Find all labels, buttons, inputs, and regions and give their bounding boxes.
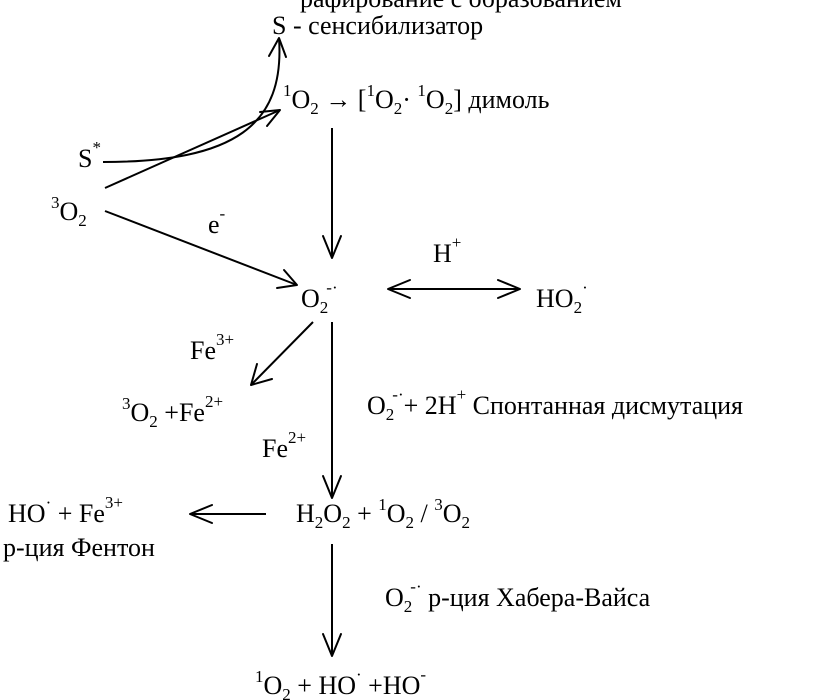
electron-label: e-	[208, 204, 226, 239]
peroxide-t12: 2	[462, 513, 471, 532]
dismutation-arrow	[322, 322, 342, 499]
electron-base: e	[208, 210, 220, 239]
fenton-products-base1: HO	[8, 499, 46, 528]
peroxide-t6: 1	[378, 495, 387, 514]
dimol-t2: O	[292, 85, 311, 114]
superoxide-sub: 2	[320, 298, 329, 317]
dimol-t7: 2	[394, 99, 403, 118]
dimol-t12: ] димоль	[453, 85, 549, 114]
oxygen-ferrous-mid: +Fe	[158, 398, 205, 427]
peroxide-t7: O	[387, 499, 406, 528]
haber-weiss-label: O2-· р-ция Хабера-Вайса	[385, 577, 651, 616]
dismutation-mid: + 2H	[404, 391, 457, 420]
triplet-oxygen-label: 3O2	[51, 193, 87, 230]
dismutation-sup1: -·	[392, 385, 403, 404]
fenton-products-label: HO· + Fe3+	[8, 493, 123, 528]
haber-weiss-base: O	[385, 583, 404, 612]
sensitizer-text: S - сенсибилизатор	[272, 11, 483, 40]
final-t7: -	[420, 665, 426, 684]
peroxide-t8: 2	[406, 513, 415, 532]
triplet-oxygen-sup: 3	[51, 193, 60, 212]
peroxide-t11: O	[443, 499, 462, 528]
final-products-label: 1O2 + HO· +HO-	[255, 665, 426, 700]
dismutation-tail: Спонтанная дисмутация	[466, 391, 743, 420]
fenton-products-sup1: ·	[46, 493, 52, 512]
fenton-reaction-label: р-ция Фентон	[3, 533, 155, 562]
protonation-equilibrium-arrow	[387, 279, 521, 299]
s-star-base: S	[78, 144, 92, 173]
peroxide-t3: O	[323, 499, 342, 528]
singlet-oxygen-dimol-label: 1O2 → [1O2· 1O2] димоль	[283, 81, 550, 118]
peroxide-t10: 3	[434, 495, 443, 514]
haber-weiss-sup: -·	[410, 577, 421, 596]
dismutation-sub1: 2	[386, 405, 395, 424]
oxygen-ferrous-sup2: 2+	[205, 392, 223, 411]
final-t5: ·	[356, 665, 362, 684]
peroxide-t2: 2	[315, 513, 324, 532]
peroxide-t1: H	[296, 499, 315, 528]
fe3-label: Fe3+	[190, 330, 234, 365]
dimol-t4: → [	[319, 85, 367, 114]
peroxide-t5: +	[351, 499, 379, 528]
hydroperoxyl-sup: ·	[582, 278, 588, 297]
oxygen-ferrous-label: 3O2 +Fe2+	[122, 392, 223, 431]
dimol-t6: O	[375, 85, 394, 114]
oxygen-ferrous-sup1: 3	[122, 394, 131, 413]
dimol-t9: 1	[417, 81, 426, 100]
superoxide-sup: -·	[326, 278, 337, 297]
peroxide-t9: /	[414, 499, 434, 528]
oxygen-ferrous-sub1: 2	[149, 412, 158, 431]
hydroperoxyl-label: HO2·	[536, 278, 588, 317]
fe3-base: Fe	[190, 336, 216, 365]
hydroperoxyl-base: HO	[536, 284, 574, 313]
dimol-t10: O	[426, 85, 445, 114]
title-partial: рафирование с образованием	[300, 0, 622, 13]
peroxide-t4: 2	[342, 513, 351, 532]
electron-sup: -	[220, 204, 226, 223]
fe2-label: Fe2+	[262, 428, 306, 463]
fe2-sup: 2+	[288, 428, 306, 447]
superoxide-label: O2-·	[301, 278, 338, 317]
fenton-arrow	[189, 504, 266, 524]
proton-label: H+	[433, 233, 461, 268]
dimol-t1: 1	[283, 81, 292, 100]
hydrogen-peroxide-label: H2O2 + 1O2 / 3O2	[296, 495, 470, 532]
haber-weiss-arrow	[322, 544, 342, 657]
sensitizer-label: S - сенсибилизатор	[272, 11, 483, 40]
fe2-base: Fe	[262, 434, 288, 463]
fenton-products-sup2: 3+	[105, 493, 123, 512]
sensitizer-return-arrow	[102, 37, 287, 163]
s-star-label: S*	[78, 138, 101, 173]
dismutation-base1: O	[367, 391, 386, 420]
triplet-oxygen-base: O	[60, 197, 79, 226]
dimol-t3: 2	[310, 99, 319, 118]
final-t3: 2	[282, 685, 291, 700]
dismutation-sup2: +	[457, 385, 467, 404]
proton-sup: +	[452, 233, 462, 252]
superoxide-base: O	[301, 284, 320, 313]
reduction-arrow	[104, 210, 298, 289]
final-t6: +HO	[362, 671, 421, 700]
triplet-oxygen-sub: 2	[78, 211, 87, 230]
fenton-products-mid: + Fe	[51, 499, 105, 528]
s-star-sup: *	[92, 138, 101, 157]
dimol-t8: ·	[402, 85, 417, 114]
dimol-t5: 1	[366, 81, 375, 100]
final-t2: O	[264, 671, 283, 700]
dimol-t11: 2	[445, 99, 454, 118]
singlet-to-superoxide-arrow	[322, 128, 342, 259]
ferric-reduction-arrow	[250, 321, 314, 386]
fe3-sup: 3+	[216, 330, 234, 349]
excitation-arrow	[104, 109, 281, 189]
hydroperoxyl-sub: 2	[574, 298, 583, 317]
final-t1: 1	[255, 667, 264, 686]
haber-weiss-tail: р-ция Хабера-Вайса	[422, 583, 651, 612]
haber-weiss-sub: 2	[404, 597, 413, 616]
oxygen-ferrous-base1: O	[131, 398, 150, 427]
final-t4: + HO	[291, 671, 356, 700]
dismutation-label: O2-·+ 2H+ Спонтанная дисмутация	[367, 385, 743, 424]
proton-base: H	[433, 239, 452, 268]
